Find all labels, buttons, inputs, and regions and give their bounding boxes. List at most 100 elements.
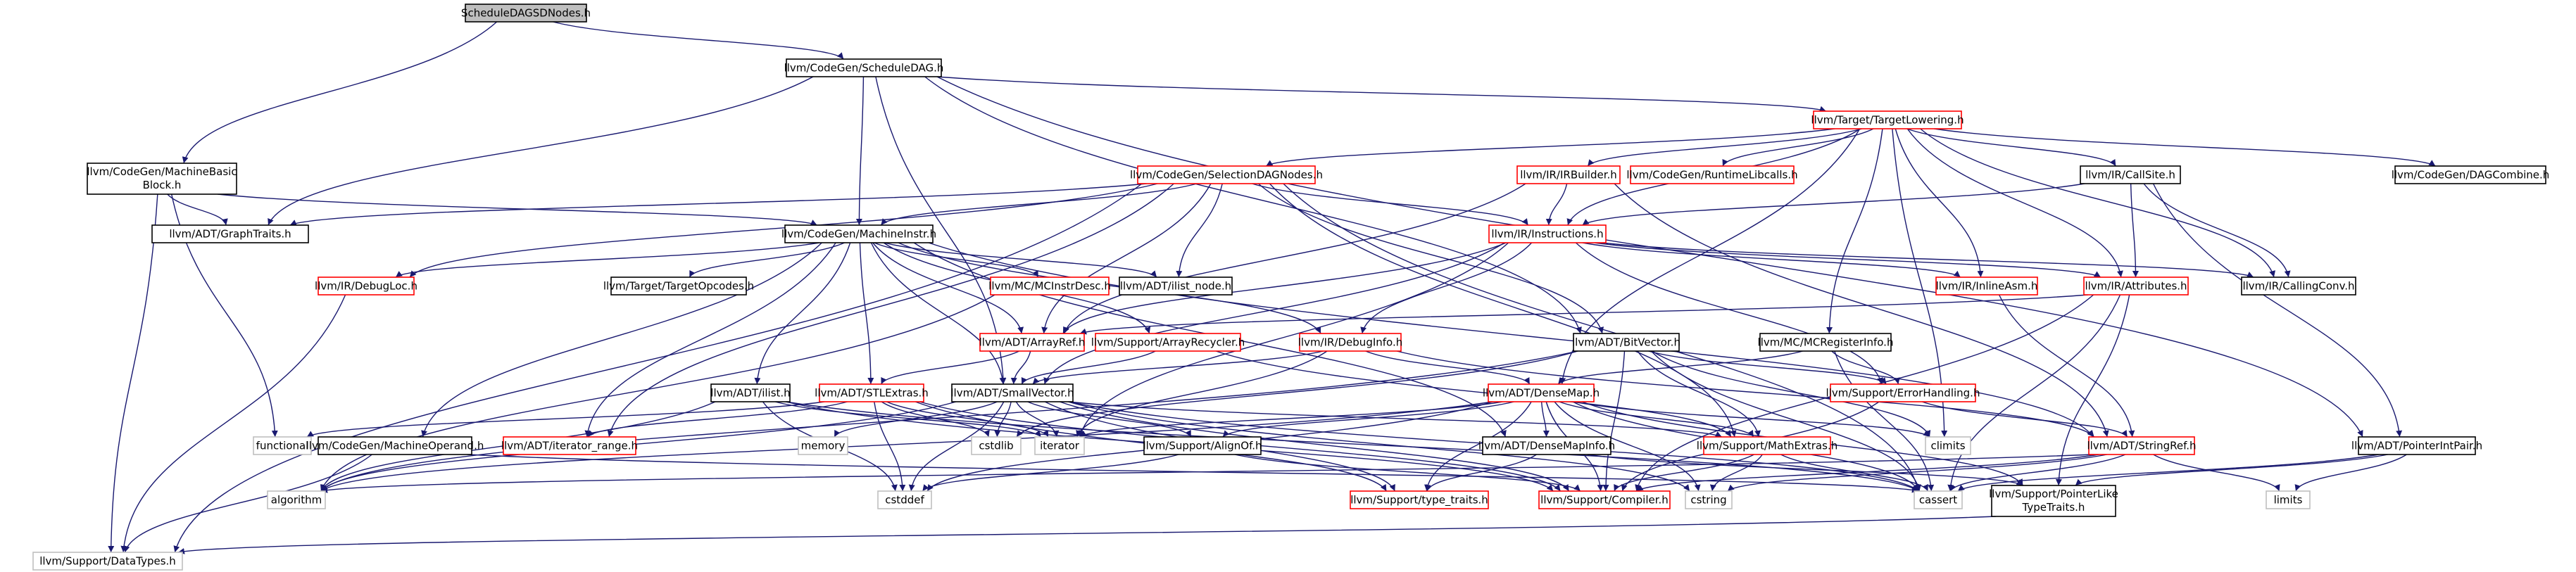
edge-n5-n3: [289, 183, 1147, 226]
edge-line: [108, 193, 158, 553]
edge-n11-n34: [1078, 242, 1509, 438]
node-box: [971, 436, 1022, 455]
node-label: llvm/MC/MCInstrDesc.h: [988, 280, 1111, 293]
edge-line: [924, 76, 1582, 334]
edge-line: [1079, 401, 1503, 438]
node-label: llvm/IR/Instructions.h: [1491, 228, 1603, 241]
edge-line: [1041, 183, 1212, 334]
node-box: [1759, 333, 1892, 352]
node-llvm-adt-iterator-range-h[interactable]: llvm/ADT/iterator_range.h: [501, 436, 638, 455]
node-llvm-ir-irbuilder-h[interactable]: llvm/IR/IRBuilder.h: [1516, 165, 1621, 184]
edge-n8-n11: [1582, 183, 2085, 226]
edge-n11-n12: [1601, 242, 2254, 278]
node-label: llvm/IR/InlineAsm.h: [1936, 280, 2038, 293]
edge-line: [1269, 183, 1737, 438]
edge-n22-n37: [1637, 350, 1761, 438]
edge-n4-n12: [1920, 128, 2275, 278]
edge-line: [320, 350, 1578, 492]
edge-n10-n31: [584, 242, 836, 438]
edge-n23-n28: [1831, 350, 1900, 385]
node-llvm-adt-stringref-h[interactable]: llvm/ADT/StringRef.h: [2087, 436, 2197, 455]
node-functional: functional: [253, 436, 312, 455]
node-llvm-codegen-selectiondagnodes-h[interactable]: llvm/CodeGen/SelectionDAGNodes.h: [1130, 165, 1323, 184]
node-llvm-codegen-machineoperand-h[interactable]: llvm/CodeGen/MachineOperand.h: [306, 436, 484, 455]
node-box: [318, 277, 415, 295]
edge-line: [320, 294, 995, 492]
edge-line: [1587, 128, 1862, 167]
edge-n11-n28: [1575, 242, 1883, 385]
node-label: llvm/IR/DebugInfo.h: [1298, 336, 1403, 349]
edge-n4-n6: [1587, 128, 1862, 167]
edge-n6-n19: [1063, 183, 1526, 334]
edge-line: [1780, 454, 1929, 492]
edge-line: [1063, 183, 1526, 334]
edge-n26-n32: [834, 401, 998, 438]
node-llvm-adt-smallvector-h[interactable]: llvm/ADT/SmallVector.h: [950, 383, 1074, 402]
node-box: [1630, 165, 1795, 184]
node-llvm-ir-callsite-h[interactable]: llvm/IR/CallSite.h: [2080, 165, 2181, 184]
node-llvm-adt-stlextras-h[interactable]: llvm/ADT/STLExtras.h: [815, 383, 929, 402]
node-label: Block.h: [143, 179, 182, 191]
node-llvm-ir-attributes-h[interactable]: llvm/IR/Attributes.h: [2083, 277, 2189, 295]
node-llvm-codegen-machineinstr-h[interactable]: llvm/CodeGen/MachineInstr.h: [781, 224, 936, 243]
node-llvm-ir-callingconv-h[interactable]: llvm/IR/CallingConv.h: [2241, 277, 2356, 295]
edge-n23-n27: [1557, 350, 1803, 385]
node-llvm-support-compiler-h[interactable]: llvm/Support/Compiler.h: [1538, 490, 1671, 509]
edge-line: [922, 454, 1179, 492]
node-scheduledagsdnodes-h[interactable]: ScheduleDAGSDNodes.h: [461, 4, 591, 23]
node-box: [2266, 490, 2311, 509]
node-label: limits: [2274, 494, 2303, 507]
edge-n25-n29: [306, 401, 825, 438]
node-llvm-codegen-runtimelibcalls-h[interactable]: llvm/CodeGen/RuntimeLibcalls.h: [1626, 165, 1798, 184]
node-llvm-ir-instructions-h[interactable]: llvm/IR/Instructions.h: [1488, 224, 1607, 243]
node-box: [2083, 277, 2189, 295]
edge-n1-n22: [924, 76, 1582, 334]
node-llvm-codegen-dagcombine-h[interactable]: llvm/CodeGen/DAGCombine.h: [2392, 165, 2550, 184]
edge-n25-n44: [919, 401, 1562, 492]
node-llvm-target-targetlowering-h[interactable]: llvm/Target/TargetLowering.h: [1811, 110, 1964, 129]
node-llvm-adt-densemapinfo-h[interactable]: llvm/ADT/DenseMapInfo.h: [1478, 436, 1615, 455]
node-llvm-support-mathextras-h[interactable]: llvm/Support/MathExtras.h: [1697, 436, 1837, 455]
node-llvm-mc-mcinstrdesc-h[interactable]: llvm/MC/MCInstrDesc.h: [988, 277, 1111, 295]
edge-line: [1027, 401, 1192, 438]
edge-line: [2130, 183, 2139, 278]
node-llvm-support-arrayrecycler-h[interactable]: llvm/Support/ArrayRecycler.h: [1091, 333, 1245, 352]
node-llvm-adt-arrayref-h[interactable]: llvm/ADT/ArrayRef.h: [979, 333, 1086, 352]
node-llvm-ir-debugloc-h[interactable]: llvm/IR/DebugLoc.h: [315, 277, 417, 295]
node-llvm-ir-inlineasm-h[interactable]: llvm/IR/InlineAsm.h: [1935, 277, 2038, 295]
node-llvm-support-alignof-h[interactable]: llvm/Support/AlignOf.h: [1143, 436, 1262, 455]
edge-n21-n26: [1032, 350, 1324, 385]
edge-n22-n33: [1016, 350, 1578, 438]
edge-n6-n39: [1614, 183, 2109, 438]
node-label: functional: [256, 440, 309, 452]
edge-line: [1015, 401, 1060, 438]
node-llvm-adt-graphtraits-h[interactable]: llvm/ADT/GraphTraits.h: [151, 224, 309, 243]
node-llvm-mc-mcregisterinfo-h[interactable]: llvm/MC/MCRegisterInfo.h: [1758, 333, 1894, 352]
edge-n1-n3: [268, 76, 814, 226]
node-llvm-ir-debuginfo-h[interactable]: llvm/IR/DebugInfo.h: [1298, 333, 1403, 352]
node-llvm-adt-bitvector-h[interactable]: llvm/ADT/BitVector.h: [1572, 333, 1680, 352]
node-label: llvm/MC/MCRegisterInfo.h: [1758, 336, 1894, 349]
node-llvm-adt-densemap-h[interactable]: llvm/ADT/DenseMap.h: [1483, 383, 1600, 402]
edge-n27-n37: [1559, 401, 1754, 438]
node-llvm-codegen-scheduledag-h[interactable]: llvm/CodeGen/ScheduleDAG.h: [784, 58, 944, 77]
node-llvm-support-errorhandling-h[interactable]: llvm/Support/ErrorHandling.h: [1826, 383, 1980, 402]
edge-n11-n26: [1043, 242, 1505, 385]
node-llvm-adt-pointerintpair-h[interactable]: llvm/ADT/PointerIntPair.h: [2351, 436, 2482, 455]
edge-n2-n10: [218, 193, 817, 226]
node-llvm-target-targetopcodes-h[interactable]: llvm/Target/TargetOpcodes.h: [603, 277, 754, 295]
node-llvm-support-type-traits-h[interactable]: llvm/Support/type_traits.h: [1350, 490, 1489, 509]
node-label: llvm/ADT/GraphTraits.h: [169, 228, 291, 241]
edge-line: [1540, 401, 1550, 438]
node-limits: limits: [2266, 490, 2311, 509]
edge-line: [173, 183, 1143, 553]
edge-line: [908, 401, 1005, 492]
edge-line: [1079, 294, 2089, 335]
node-llvm-adt-ilist-node-h[interactable]: llvm/ADT/ilist_node.h: [1119, 277, 1233, 295]
node-cstdlib: cstdlib: [971, 436, 1022, 455]
edge-n37-n46: [1780, 454, 1929, 492]
node-llvm-adt-ilist-h[interactable]: llvm/ADT/ilist.h: [710, 383, 791, 402]
node-label: memory: [801, 440, 846, 452]
